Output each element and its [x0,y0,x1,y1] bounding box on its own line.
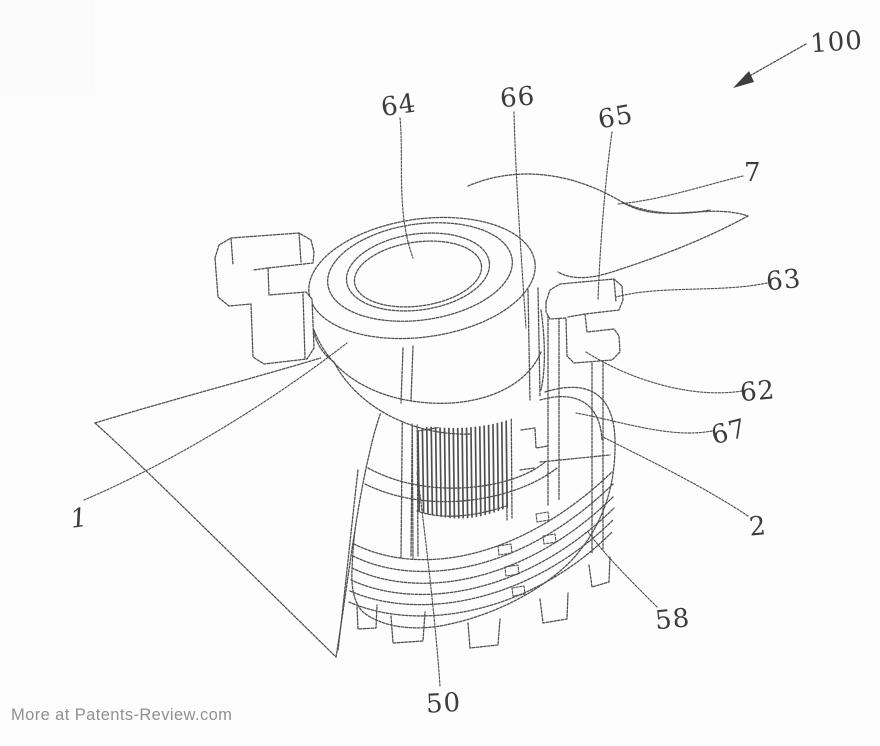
arrowhead [733,71,754,88]
center-opening-inner [353,240,483,308]
collar-front-slot [400,345,414,404]
leader-2 [602,436,749,517]
collar-right-slot [527,287,541,401]
rotor-drum [348,386,616,649]
reference-labels: 100 64 66 65 7 63 62 67 2 58 50 1 [69,26,864,720]
ref-label-65: 65 [596,100,636,136]
leader-63 [615,282,768,298]
fan-blade-left [94,353,393,658]
hub-collar [308,207,546,435]
leader-50 [416,471,441,687]
left-mounting-arm [214,232,315,365]
band-notches [497,511,557,597]
ref-label-2: 2 [748,511,768,542]
collar-right-wall [540,309,546,391]
leader-64 [399,117,414,259]
ref-label-100: 100 [809,26,864,60]
ref-label-58: 58 [654,603,692,636]
collar-outer-rim [308,216,536,340]
ref-label-67: 67 [708,414,749,452]
fan-blade-right [467,173,749,279]
leader-7 [617,175,744,205]
leader-66 [513,111,527,329]
leader-67 [575,412,713,434]
stack-teeth [417,406,509,519]
ref-label-1: 1 [69,503,91,535]
leader-65 [597,131,613,301]
leader-62 [585,351,743,394]
collar-skirt-edge [313,329,542,404]
ref-label-63: 63 [765,264,803,298]
pointer-arrow-100 [733,43,807,88]
ref-label-66: 66 [499,81,537,114]
scan-corner-tint [0,0,95,95]
watermark-text: More at Patents-Review.com [11,706,233,724]
ref-label-62: 62 [739,375,777,408]
collar-skirt-lower [333,361,471,435]
leader-lines [83,111,768,687]
ref-label-50: 50 [425,688,462,720]
drum-ring-bands [348,471,615,617]
ref-label-7: 7 [744,158,762,188]
collar-inner-rim [327,222,513,322]
castellated-rim [356,555,611,649]
leader-1 [83,342,348,501]
right-mounting-arm [545,278,624,364]
center-opening-outer [345,232,491,312]
leader-58 [587,531,658,608]
ref-label-64: 64 [379,88,418,123]
